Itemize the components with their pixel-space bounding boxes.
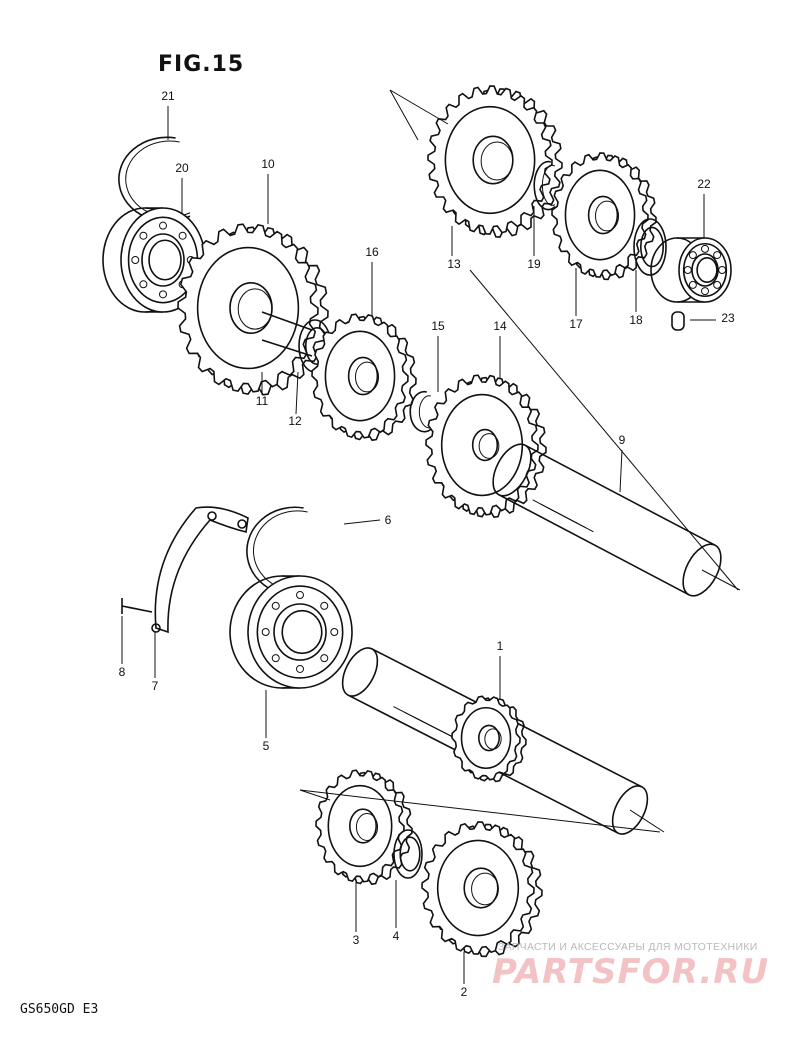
callout-11: 11 xyxy=(256,394,269,408)
leader-line-12 xyxy=(295,371,299,415)
callout-5: 5 xyxy=(263,739,270,753)
callout-4: 4 xyxy=(393,929,400,943)
axis-lines-lower xyxy=(299,789,665,833)
callout-16: 16 xyxy=(365,245,379,259)
watermark-tagline: ЗАПЧАСТИ И АКСЕССУАРЫ ДЛЯ МОТОТЕХНИКИ xyxy=(498,941,758,953)
callout-23: 23 xyxy=(721,311,735,325)
part-19-circlip xyxy=(533,160,556,211)
part-7-bearing-retainer xyxy=(151,506,249,634)
part-14-gear xyxy=(425,374,547,519)
callout-12: 12 xyxy=(288,414,302,428)
part-15-circlip xyxy=(409,390,432,433)
callout-14: 14 xyxy=(493,319,507,333)
part-9-countershaft xyxy=(492,443,722,597)
part-10-gear xyxy=(177,223,329,396)
callout-1: 1 xyxy=(497,639,504,653)
part-2-gear xyxy=(421,821,543,958)
callout-22: 22 xyxy=(697,177,711,191)
callout-7: 7 xyxy=(152,679,159,693)
callout-10: 10 xyxy=(261,157,275,171)
figure-title: FIG.15 xyxy=(158,52,245,77)
axis-lines-upper xyxy=(389,89,741,591)
leader-line-6 xyxy=(343,519,381,525)
part-13-gear xyxy=(427,85,563,238)
callout-8: 8 xyxy=(119,665,126,679)
callout-15: 15 xyxy=(431,319,445,333)
part-4-washer xyxy=(393,829,423,879)
part-1-gear xyxy=(451,695,527,783)
part-5-bearing xyxy=(229,575,353,689)
callout-19: 19 xyxy=(527,257,541,271)
part-22-needle-bearing xyxy=(650,237,732,303)
callout-3: 3 xyxy=(353,933,360,947)
callout-18: 18 xyxy=(629,313,643,327)
callout-21: 21 xyxy=(161,89,175,103)
callout-20: 20 xyxy=(175,161,189,175)
part-16-gear xyxy=(311,313,417,442)
callout-17: 17 xyxy=(569,317,583,331)
part-23-pin xyxy=(671,311,685,331)
watermark-logo: PARTSFOR.RU xyxy=(492,952,770,992)
part-3-gear xyxy=(315,769,413,886)
part-18-washer xyxy=(633,218,667,276)
callout-9: 9 xyxy=(619,433,626,447)
callout-6: 6 xyxy=(385,513,392,527)
part-17-gear xyxy=(551,152,657,281)
leader-line-9 xyxy=(619,449,623,493)
model-code: GS650GD E3 xyxy=(20,1002,99,1017)
part-8-screw xyxy=(121,598,153,614)
callout-13: 13 xyxy=(447,257,461,271)
callout-2: 2 xyxy=(461,985,468,999)
